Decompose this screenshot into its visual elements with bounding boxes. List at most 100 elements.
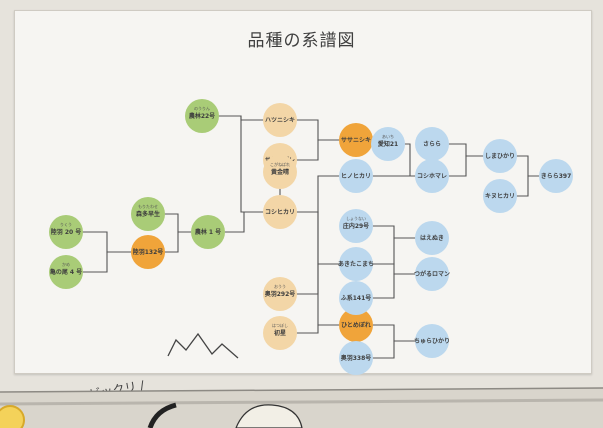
variety-node-label: さらら: [423, 141, 441, 148]
variety-node-ruby: はつぼし: [272, 322, 288, 328]
character-head-icon: [235, 404, 303, 428]
variety-node-label: 陸羽132号: [133, 248, 164, 256]
variety-node-circle: [339, 123, 373, 157]
variety-node: はえぬき: [415, 221, 449, 255]
bottom-decoration: [0, 387, 603, 428]
variety-node-label: ふ系141号: [341, 294, 372, 302]
variety-node-ruby: のうりん: [194, 105, 210, 111]
connector-line: [280, 139, 356, 161]
variety-node-circle: [49, 255, 83, 289]
variety-node-circle: [263, 155, 297, 189]
diagram-title: 品種の系譜図: [247, 31, 356, 51]
surprise-lines-icon: [167, 332, 239, 359]
variety-node-label: 農林22号: [189, 112, 215, 120]
variety-node-circle: [131, 235, 165, 269]
variety-node-ruby: もりたわせ: [138, 203, 158, 209]
variety-node-circle: [263, 195, 297, 229]
variety-node-circle: [49, 215, 83, 249]
variety-node-circle: [415, 324, 449, 358]
variety-node-circle: [371, 127, 405, 161]
variety-node-circle: [483, 179, 517, 213]
variety-node-label: 庄内29号: [343, 222, 369, 230]
variety-node: ヒノヒカリ: [339, 159, 373, 193]
variety-node-label: 愛知21: [378, 140, 398, 148]
variety-node-label: キヌヒカリ: [485, 193, 515, 200]
variety-node-label: 初星: [274, 329, 286, 337]
connector-line: [202, 115, 280, 121]
variety-node-circle: [339, 281, 373, 315]
variety-node-circle: [339, 209, 373, 243]
variety-node-label: はえぬき: [420, 234, 444, 242]
variety-node: キヌヒカリ: [483, 179, 517, 213]
variety-node: あきたこまち: [338, 247, 374, 281]
variety-node-ruby: こがねばれ: [270, 161, 290, 167]
variety-node-circle: [539, 159, 573, 193]
variety-node: 農林 1 号: [191, 215, 225, 249]
connector-line: [66, 251, 148, 273]
variety-node-circle: [131, 197, 165, 231]
variety-node-label: コシヒカリ: [265, 209, 295, 216]
variety-node-circle: [415, 127, 449, 161]
variety-node-label: 奥羽338号: [341, 354, 372, 362]
variety-node-label: 陸羽 20 号: [51, 228, 82, 236]
connector-lines: [66, 115, 556, 359]
variety-node-circle: [415, 159, 449, 193]
variety-node-label: コシホマレ: [417, 173, 447, 180]
variety-node-ruby: りくう: [60, 221, 72, 227]
variety-node-label: あきたこまち: [338, 260, 374, 268]
variety-node: 亀の尾 4 号かめ: [49, 255, 83, 289]
variety-node-label: ひとめぼれ: [341, 321, 371, 329]
variety-node-circle: [263, 316, 297, 350]
variety-node-ruby: かめ: [62, 261, 70, 267]
variety-node: しまひかり: [483, 139, 517, 173]
variety-node: 奥羽338号: [339, 341, 373, 375]
variety-node-ruby: おうう: [274, 283, 286, 289]
variety-node-label: 奥羽292号: [265, 290, 296, 298]
variety-node-circle: [339, 308, 373, 342]
sun-badge-icon: [0, 405, 25, 428]
variety-node-circle: [415, 257, 449, 291]
character-hair-icon: [147, 402, 177, 428]
variety-node: さらら: [415, 127, 449, 161]
variety-node-circle: [263, 103, 297, 137]
variety-node-label: ちゅらひかり: [414, 337, 450, 345]
connector-line: [356, 273, 432, 299]
variety-node-label: つがるロマン: [414, 270, 450, 278]
variety-node-label: きらら397: [541, 172, 572, 180]
variety-node-label: ササニシキ: [341, 137, 371, 144]
variety-node: コシヒカリ: [263, 195, 297, 229]
variety-node-label: しまひかり: [485, 152, 515, 160]
variety-node: ササニシキ: [339, 123, 373, 157]
variety-node: 陸羽132号: [131, 235, 165, 269]
variety-node: ハツニシキ: [263, 103, 297, 137]
variety-node: つがるロマン: [414, 257, 450, 291]
variety-node: きらら397: [539, 159, 573, 193]
variety-node-ruby: あいち: [382, 133, 394, 139]
variety-node: ひとめぼれ: [339, 308, 373, 342]
variety-node: コシホマレ: [415, 159, 449, 193]
variety-node-circle: [263, 277, 297, 311]
connector-line: [280, 211, 356, 326]
variety-node: ちゅらひかり: [414, 324, 450, 358]
variety-node-ruby: しょうない: [346, 215, 366, 221]
variety-node-circle: [339, 247, 373, 281]
variety-node: ふ系141号: [339, 281, 373, 315]
variety-node-label: 黄金晴: [271, 168, 289, 176]
variety-node-circle: [415, 221, 449, 255]
connector-line: [356, 340, 432, 359]
variety-node-circle: [339, 341, 373, 375]
variety-node-circle: [339, 159, 373, 193]
variety-node-circle: [191, 215, 225, 249]
variety-node-circle: [483, 139, 517, 173]
variety-node-label: 亀の尾 4 号: [49, 268, 82, 276]
